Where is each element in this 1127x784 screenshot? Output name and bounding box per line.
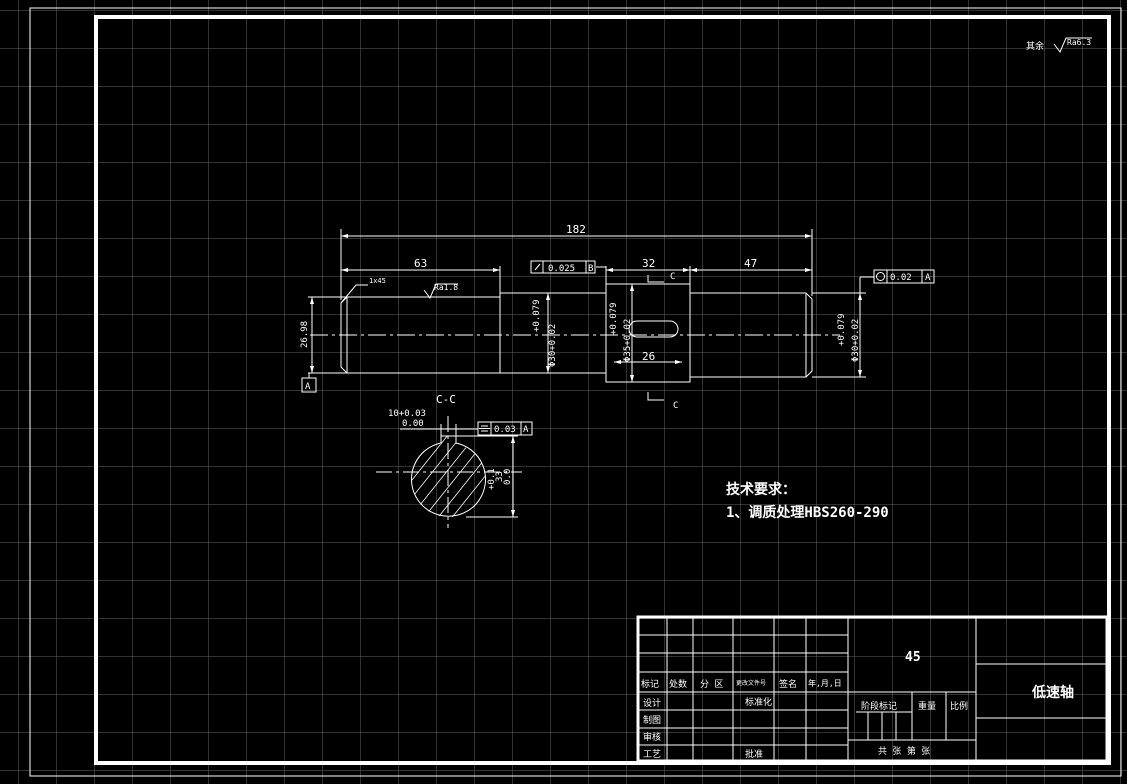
chamfer-leader xyxy=(340,284,368,304)
section-outline xyxy=(411,435,486,517)
frame-box xyxy=(873,269,935,284)
datum-a-marker: A xyxy=(301,377,317,393)
sheet-outer-border xyxy=(29,7,1122,777)
default-roughness-note: 其余 Ra6.3 xyxy=(1026,37,1092,53)
row-draw: 制图 xyxy=(643,714,661,726)
row-design: 设计 xyxy=(643,697,661,709)
circularity-tolerance-frame: 0.02 A xyxy=(873,269,935,284)
section-mark-top: C xyxy=(670,272,675,282)
header-mark: 标记 xyxy=(641,678,659,690)
title-block xyxy=(636,615,1109,763)
runout-datum: B xyxy=(588,264,593,274)
section-key-width-low: 0.00 xyxy=(402,419,424,429)
circularity-icon xyxy=(876,272,885,281)
dim-total-length: 182 xyxy=(566,223,586,236)
dim-left-dia: 26.98 xyxy=(300,321,310,348)
header-zone: 分 区 xyxy=(700,679,723,690)
roughness-symbol-icon xyxy=(423,283,458,299)
circularity-value: 0.02 xyxy=(890,273,912,283)
symmetry-datum: A xyxy=(523,425,529,435)
material-value: 45 xyxy=(905,650,921,665)
datum-box xyxy=(301,377,317,393)
roughness-note-label: 其余 xyxy=(1026,40,1044,52)
dim-mid-seg: 32 xyxy=(642,257,655,270)
dim-dia2: Φ35+0.02 xyxy=(623,319,633,362)
runout-tolerance-frame: 0.025 B xyxy=(530,260,596,274)
row-review: 审核 xyxy=(643,731,661,743)
dim-left-roughness: Ra1.8 xyxy=(434,283,458,292)
section-depth-tol-low: 0.0 xyxy=(503,469,513,485)
frame-box xyxy=(530,260,596,274)
dim-right-seg: 47 xyxy=(744,257,757,270)
symmetry-frame-box xyxy=(477,421,533,436)
section-depth: 33 xyxy=(495,471,505,482)
roughness-note-value: Ra6.3 xyxy=(1067,38,1091,47)
header-date: 年,月,日 xyxy=(808,678,842,688)
datum-a-label: A xyxy=(305,382,311,392)
dim-keyway-len: 26 xyxy=(642,350,655,363)
arrow-icon xyxy=(614,360,682,364)
runout-icon xyxy=(534,263,541,271)
header-sign: 签名 xyxy=(779,678,797,690)
section-arrow-top xyxy=(647,275,664,283)
keyway-slot xyxy=(628,320,679,338)
scale-label: 比例 xyxy=(950,700,968,712)
dim-dia1-tol: +0.079 xyxy=(532,299,542,332)
dim-dia3-tol: +0.079 xyxy=(837,313,847,346)
sheets-label: 共 张 第 张 xyxy=(878,745,930,757)
dim-left-seg: 63 xyxy=(414,257,427,270)
row-standard: 标准化 xyxy=(745,696,772,708)
title-block-border xyxy=(636,615,1109,763)
symmetry-icon xyxy=(479,425,490,432)
row-approve: 批准 xyxy=(745,748,763,760)
header-doc-no: 更改文件号 xyxy=(736,679,766,687)
dimension-lines xyxy=(308,229,874,401)
section-mark-bottom: C xyxy=(673,401,678,411)
shaft-main-view xyxy=(310,283,840,383)
stage-mark-label: 阶段标记 xyxy=(861,700,897,712)
section-title: C-C xyxy=(436,393,456,406)
roughness-symbol-icon xyxy=(1053,37,1092,53)
section-key-width: 10+0.03 xyxy=(388,409,426,419)
dim-chamfer: 1x45 xyxy=(369,277,386,285)
tech-req-title: 技术要求： xyxy=(726,481,796,498)
part-name: 低速轴 xyxy=(1031,684,1074,701)
row-process: 工艺 xyxy=(643,749,661,760)
shaft-center-boss xyxy=(605,283,691,383)
dim-dia3: Φ30+0.02 xyxy=(851,319,861,362)
dim-dia2-tol: +0.079 xyxy=(609,302,619,335)
symmetry-value: 0.03 xyxy=(494,425,516,435)
weight-label: 重量 xyxy=(918,700,936,712)
section-arrow-bottom xyxy=(647,392,664,401)
drawing-frame xyxy=(94,15,1111,765)
dimension-arrows xyxy=(310,234,862,382)
dim-dia1: Φ30+0.02 xyxy=(548,324,558,367)
circularity-datum: A xyxy=(925,273,931,283)
header-count: 处数 xyxy=(669,678,687,690)
tech-req-item-1: 1、调质处理HBS260-290 xyxy=(726,504,889,521)
section-depth-tol: +0.1 xyxy=(487,468,497,490)
runout-value: 0.025 xyxy=(548,264,575,274)
